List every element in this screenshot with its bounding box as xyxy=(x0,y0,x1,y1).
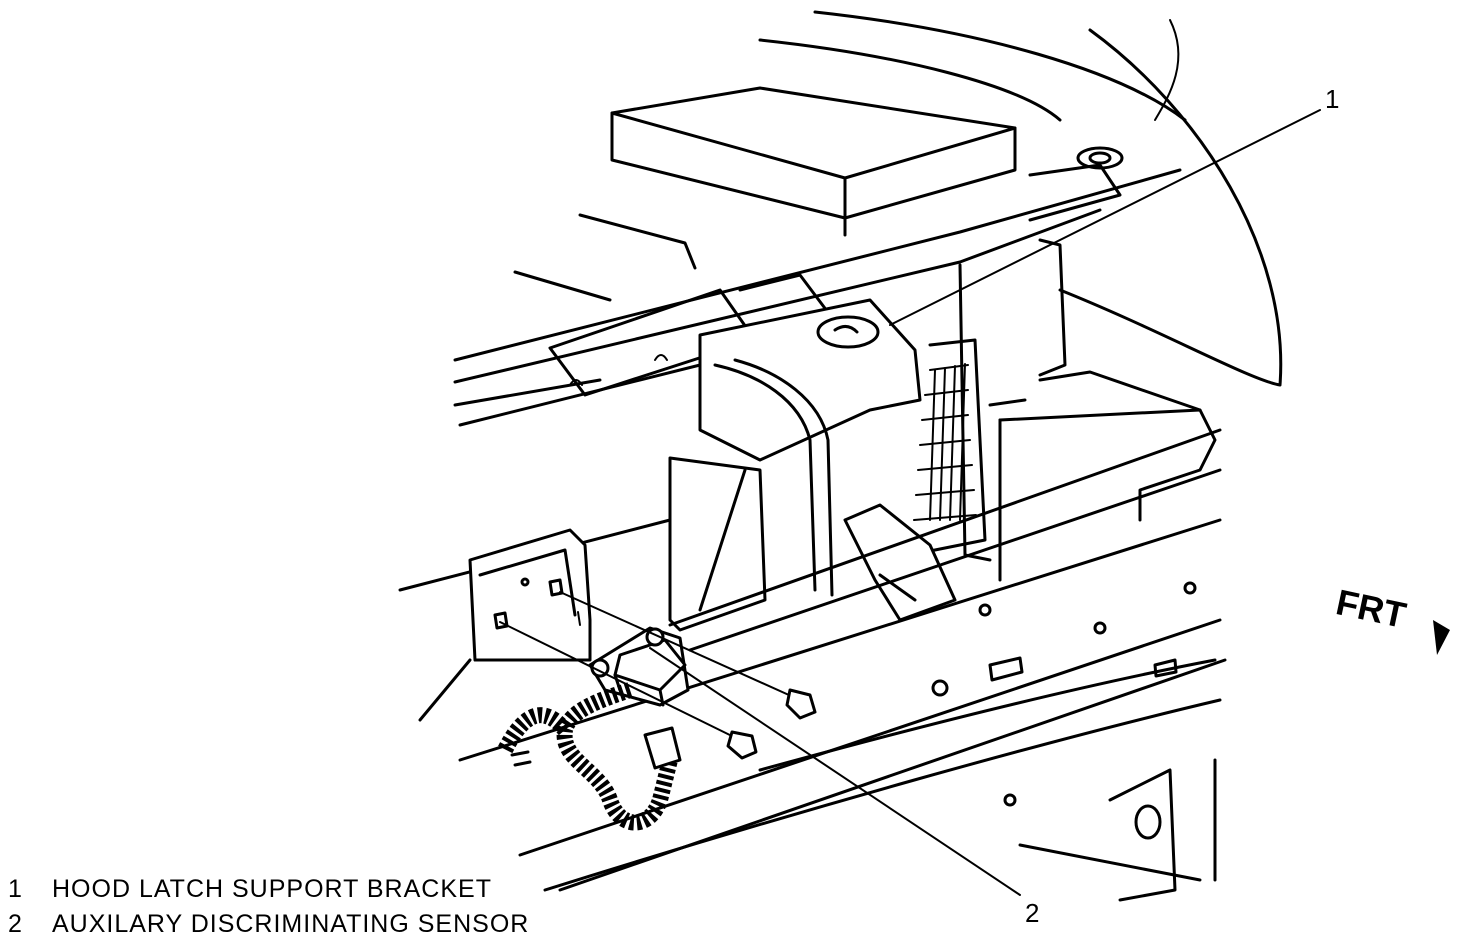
legend-item: 1 HOOD LATCH SUPPORT BRACKET xyxy=(8,872,529,907)
right-frame-structure xyxy=(958,238,1217,582)
callout-leader-1 xyxy=(889,109,1321,326)
parts-legend: 1 HOOD LATCH SUPPORT BRACKET 2 AUXILARY … xyxy=(8,872,529,942)
lower-frame-bracket xyxy=(1018,758,1217,902)
legend-item-number: 1 xyxy=(8,875,23,903)
legend-item-number: 2 xyxy=(8,910,23,938)
wiring-harness xyxy=(497,682,682,831)
sensor-mounting-bracket xyxy=(843,503,957,622)
fender-outline xyxy=(758,10,1283,387)
legend-item-label: HOOD LATCH SUPPORT BRACKET xyxy=(52,875,492,903)
air-deflector xyxy=(668,456,767,632)
callout-number-1: 1 xyxy=(1325,84,1340,114)
battery-box xyxy=(513,86,1017,302)
sensor-mounting-plate xyxy=(418,528,592,722)
radiator-support-lower xyxy=(398,428,1227,892)
sensor-bolts xyxy=(499,591,817,760)
legend-item: 2 AUXILARY DISCRIMINATING SENSOR xyxy=(8,907,529,942)
front-direction-arrow xyxy=(1433,620,1450,655)
legend-item-label: AUXILARY DISCRIMINATING SENSOR xyxy=(52,910,530,938)
callout-number-2: 2 xyxy=(1025,898,1040,928)
radiator-core xyxy=(908,338,987,557)
auxiliary-discriminating-sensor xyxy=(588,626,690,707)
callout-leader-2 xyxy=(649,647,1021,896)
coolant-reservoir xyxy=(698,298,922,597)
